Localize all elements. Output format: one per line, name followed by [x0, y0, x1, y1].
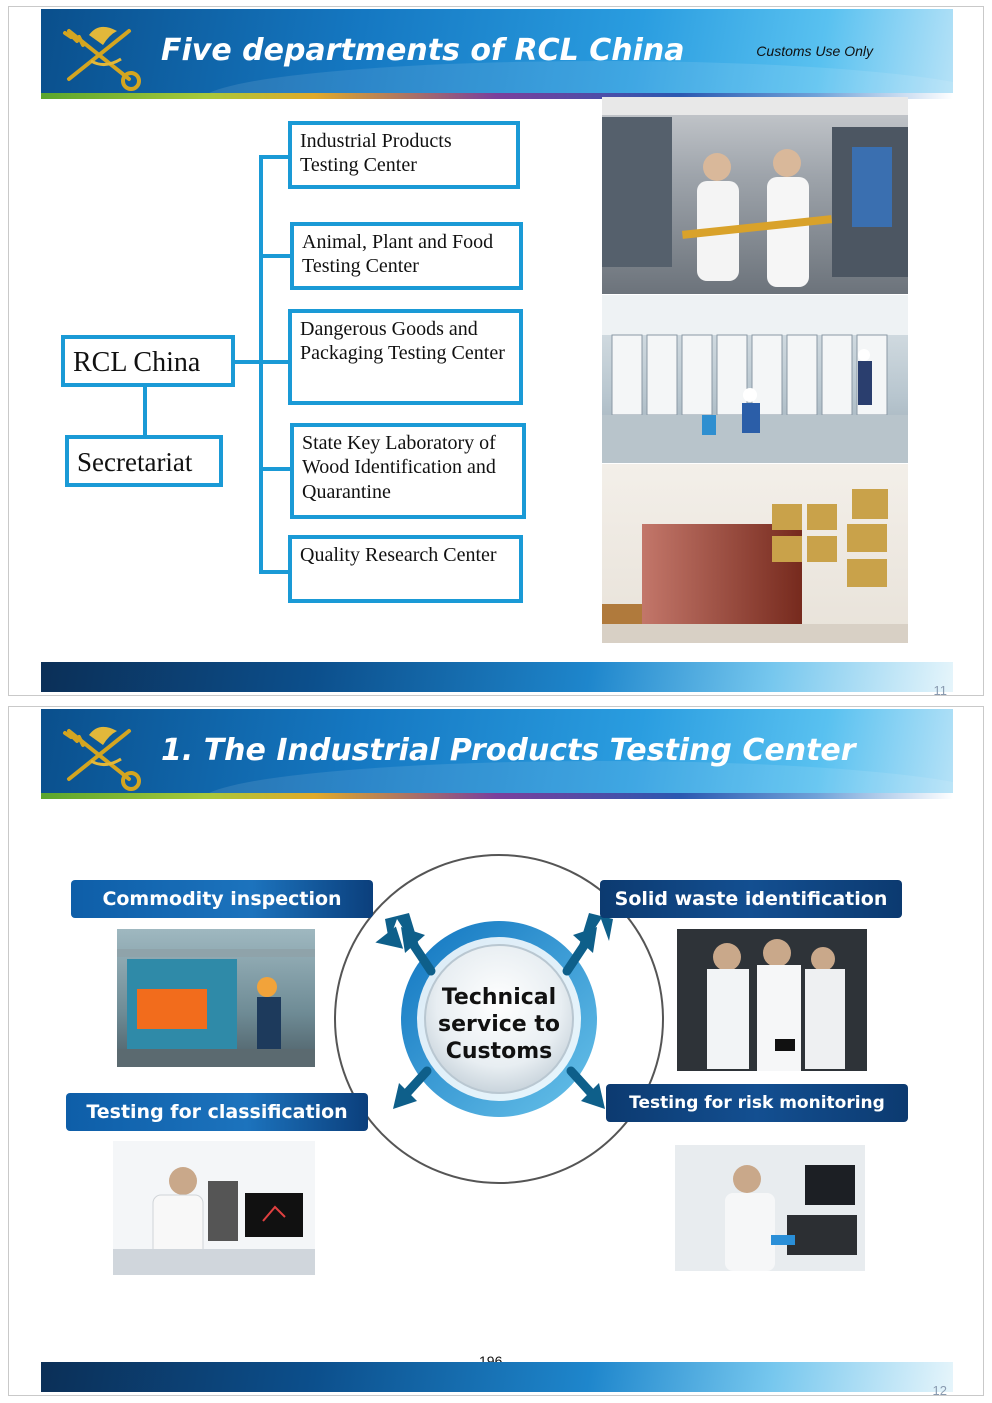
connector — [259, 254, 291, 258]
department-box-dangerous-goods: Dangerous Goods and Packaging Testing Ce… — [288, 309, 523, 405]
connector — [143, 387, 147, 435]
service-label-solid-waste: Solid waste identification — [600, 880, 902, 918]
department-box-industrial: Industrial Products Testing Center — [288, 121, 520, 189]
service-label-classification: Testing for classification — [66, 1093, 368, 1131]
connector — [231, 360, 259, 364]
customs-emblem-icon — [63, 726, 141, 791]
secretariat-box: Secretariat — [65, 435, 223, 487]
slide-five-departments: Five departments of RCL China Customs Us… — [8, 6, 984, 696]
connector — [259, 155, 289, 159]
rcl-china-box: RCL China — [61, 335, 235, 387]
customs-emblem-icon — [63, 26, 141, 91]
arrows — [375, 913, 613, 959]
connector — [259, 467, 291, 471]
connector — [259, 570, 289, 574]
connector — [259, 155, 263, 574]
lab-photo-test-chambers — [602, 295, 908, 463]
service-diagram — [334, 854, 664, 1184]
outer-circle — [334, 854, 664, 1184]
photo-commodity-inspection — [117, 929, 315, 1067]
department-box-wood-lab: State Key Laboratory of Wood Identificat… — [290, 423, 526, 519]
slide-title: 1. The Industrial Products Testing Cente… — [161, 733, 856, 768]
slide-title: Five departments of RCL China — [161, 33, 685, 68]
lab-photo-researchers — [602, 97, 908, 294]
slide-header: Five departments of RCL China Customs Us… — [41, 9, 953, 99]
photo-classification — [113, 1141, 315, 1275]
center-disc — [424, 944, 574, 1094]
service-label-commodity-inspection: Commodity inspection — [71, 880, 373, 918]
photo-solid-waste — [677, 929, 867, 1071]
lab-photo-wood-lab-entrance — [602, 464, 908, 643]
customs-use-only-label: Customs Use Only — [756, 43, 873, 59]
slide-footer — [41, 662, 953, 692]
slide-number: 11 — [933, 683, 948, 696]
slide-footer — [41, 1362, 953, 1392]
service-label-risk-monitoring: Testing for risk monitoring — [606, 1084, 908, 1122]
slide-number: 12 — [932, 1383, 947, 1396]
department-box-quality-research: Quality Research Center — [288, 535, 523, 603]
slide-industrial-products-center: 1. The Industrial Products Testing Cente… — [8, 706, 984, 1396]
department-box-animal-plant-food: Animal, Plant and Food Testing Center — [290, 222, 523, 290]
photo-risk-monitoring — [675, 1145, 865, 1271]
connector — [259, 360, 289, 364]
slide-header: 1. The Industrial Products Testing Cente… — [41, 709, 953, 799]
center-text: Technical service to Customs — [438, 985, 560, 1064]
